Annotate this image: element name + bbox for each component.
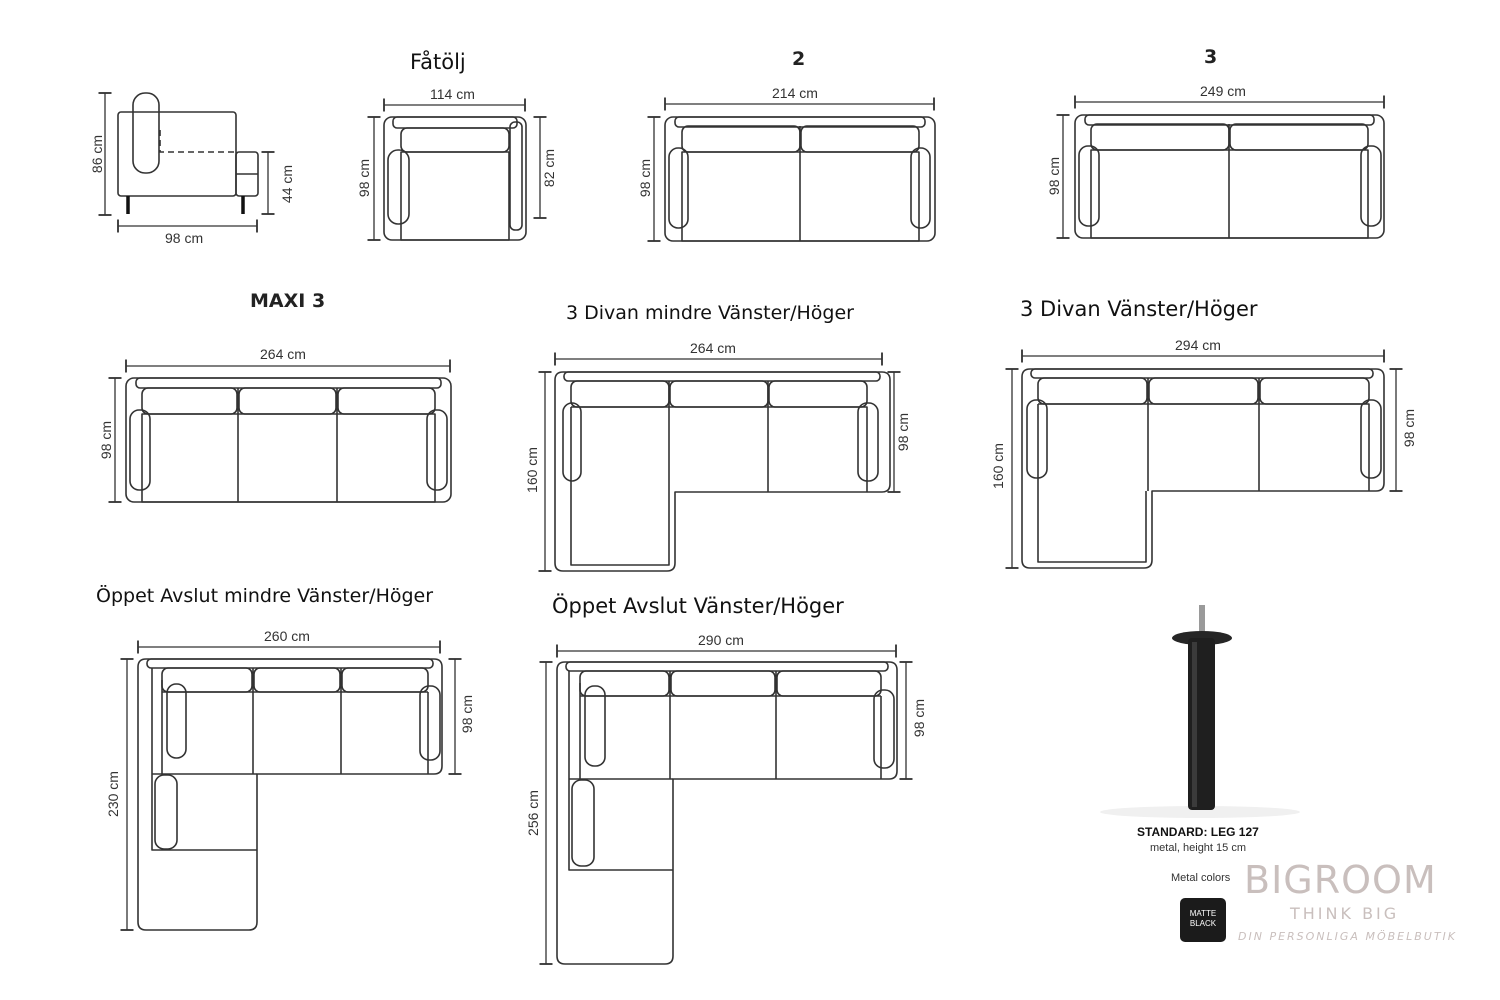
side-height-label: 86 cm — [89, 134, 106, 174]
divan-small-divan-depth-label: 160 cm — [523, 447, 540, 493]
two-seat-title: 2 — [792, 48, 806, 70]
maxi3-title: MAXI 3 — [250, 290, 326, 312]
metal-colors-label: Metal colors — [1171, 872, 1231, 884]
swatch-line-1: MATTE — [1189, 909, 1217, 918]
three-seat-depth-label: 98 cm — [1046, 156, 1063, 196]
leg-illustration — [1100, 605, 1300, 818]
fatolj-plan — [383, 116, 527, 241]
maxi3-depth-label: 98 cm — [98, 420, 115, 460]
side-view-sofa — [117, 92, 259, 214]
side-seat-height-label: 44 cm — [279, 164, 296, 204]
fatolj-inner-depth-label: 82 cm — [541, 148, 558, 188]
open-small-title: Öppet Avslut mindre Vänster/Höger — [96, 585, 434, 607]
divan-small-dimensions — [538, 352, 901, 572]
divan-small-plan — [554, 371, 891, 572]
three-seat-title: 3 — [1204, 46, 1218, 68]
open-small-depth-label: 98 cm — [459, 694, 476, 734]
brand-tagline: THINK BIG — [1290, 904, 1400, 923]
maxi3-width-label: 264 cm — [260, 346, 306, 362]
open-depth-label: 98 cm — [911, 698, 928, 738]
open-small-dimensions — [120, 640, 462, 931]
divan-small-width-label: 264 cm — [690, 340, 736, 356]
three-seat-dimensions — [1056, 95, 1385, 239]
side-depth-label: 98 cm — [165, 230, 204, 246]
brand-subline: DIN PERSONLIGA MÖBELBUTIK — [1238, 930, 1458, 943]
divan-width-label: 294 cm — [1175, 337, 1221, 353]
two-seat-plan — [664, 116, 936, 242]
matte-black-swatch: MATTE BLACK — [1180, 898, 1226, 942]
three-seat-plan — [1074, 114, 1385, 239]
fatolj-depth-label: 98 cm — [356, 158, 373, 198]
two-seat-dimensions — [647, 97, 935, 242]
maxi3-plan — [125, 377, 452, 503]
divan-small-title: 3 Divan mindre Vänster/Höger — [566, 302, 854, 324]
swatch-line-2: BLACK — [1189, 919, 1217, 928]
divan-small-depth-label: 98 cm — [895, 412, 912, 452]
fatolj-title: Fåtölj — [410, 50, 466, 74]
open-small-width-label: 260 cm — [264, 628, 310, 644]
fatolj-width-label: 114 cm — [430, 86, 475, 102]
side-view-dimensions — [98, 92, 275, 233]
brand-logo: BIGROOM — [1244, 858, 1437, 902]
divan-plan — [1021, 368, 1385, 569]
open-title: Öppet Avslut Vänster/Höger — [552, 594, 844, 618]
open-dimensions — [539, 644, 913, 965]
two-seat-depth-label: 98 cm — [637, 158, 654, 198]
maxi3-dimensions — [108, 359, 451, 503]
divan-divan-depth-label: 160 cm — [989, 443, 1006, 489]
leg-title: STANDARD: LEG 127 — [1137, 825, 1259, 839]
open-width-label: 290 cm — [698, 632, 744, 648]
divan-depth-label: 98 cm — [1401, 408, 1418, 448]
divan-title: 3 Divan Vänster/Höger — [1020, 297, 1258, 321]
three-seat-width-label: 249 cm — [1200, 83, 1246, 99]
open-small-side-depth-label: 230 cm — [104, 771, 121, 817]
fatolj-dimensions — [367, 98, 547, 241]
open-side-depth-label: 256 cm — [524, 790, 541, 836]
open-small-plan — [137, 658, 443, 931]
two-seat-width-label: 214 cm — [772, 85, 818, 101]
leg-subtitle: metal, height 15 cm — [1150, 842, 1246, 854]
divan-dimensions — [1005, 349, 1403, 569]
open-plan — [556, 661, 898, 965]
